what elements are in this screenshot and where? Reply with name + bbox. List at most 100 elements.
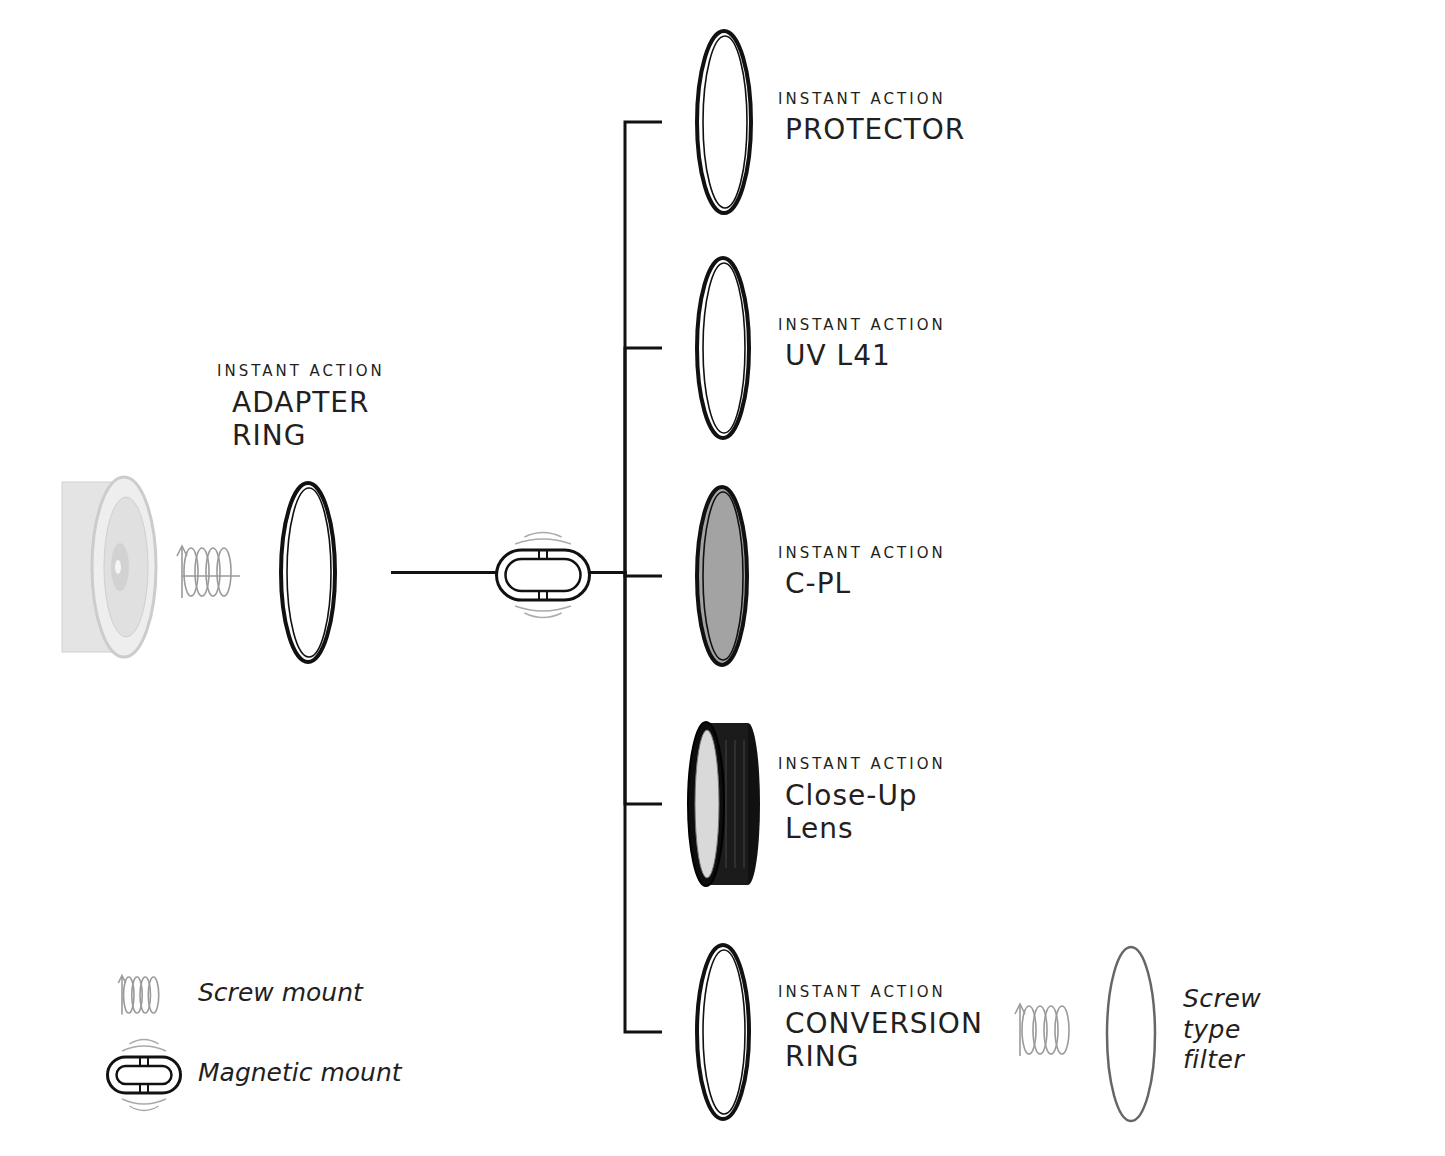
arrow-head [177, 546, 187, 556]
branch-connector [391, 348, 662, 573]
magnet-tick [147, 1084, 149, 1093]
filter-item: INSTANT ACTION Close-Up Lens [662, 720, 939, 888]
filter-rim [703, 263, 745, 433]
thread-loop [217, 548, 231, 596]
label-block: INSTANT ACTION C-PL [778, 544, 946, 601]
branch-connector [391, 122, 662, 573]
product-name: C-PL [785, 567, 946, 600]
thread-loop [1055, 1006, 1069, 1054]
barrel-groove [726, 740, 727, 868]
filter-item: Screw type filter [1100, 945, 1268, 1123]
filter-ring [697, 945, 749, 1119]
filter-ring [1107, 947, 1155, 1121]
filter-item: INSTANT ACTION PROTECTOR [662, 28, 972, 216]
product-name: UV L41 [785, 339, 946, 372]
series-name: INSTANT ACTION [217, 362, 391, 382]
series-name: INSTANT ACTION [778, 544, 946, 564]
thread-loop [195, 548, 209, 596]
magnet-tick [538, 591, 540, 600]
magnet-outer [497, 550, 590, 600]
magnet-inner [506, 559, 581, 591]
label-block: Screw type filter [1183, 984, 1268, 1076]
filter-illustration [694, 942, 752, 1122]
filter-rim [703, 36, 747, 208]
turn-arrow [181, 548, 183, 598]
label-block: INSTANT ACTION ADAPTER RING [217, 362, 391, 452]
field-arc [524, 613, 561, 618]
camera-lens [62, 477, 156, 657]
arrow-head [118, 976, 126, 984]
label-block: INSTANT ACTION CONVERSION RING [778, 983, 989, 1073]
filter-illustration [1105, 945, 1157, 1123]
thread-axis [182, 575, 240, 576]
series-name: INSTANT ACTION [778, 755, 933, 775]
magnet-outer [108, 1057, 181, 1093]
field-arc [122, 1099, 166, 1104]
field-arc [524, 533, 561, 538]
product-name: Screw type filter [1183, 984, 1268, 1076]
series-name: INSTANT ACTION [778, 983, 989, 1003]
magnet-tick [139, 1057, 141, 1066]
magnet-tick [546, 550, 548, 559]
legend-screw-icon [118, 976, 159, 1015]
filter-ring [697, 258, 749, 438]
arrow-head [1015, 1004, 1025, 1014]
product-name: CONVERSION RING [785, 1007, 989, 1073]
filter-ring [697, 31, 751, 213]
lens-front [688, 722, 724, 886]
field-arc [129, 1106, 158, 1111]
field-arc [122, 1046, 166, 1051]
legend-magnet-icon [108, 1040, 181, 1111]
turn-arrow [1019, 1006, 1021, 1056]
barrel-groove [735, 740, 736, 868]
magnet-tick [147, 1057, 149, 1066]
label-block: INSTANT ACTION PROTECTOR [778, 90, 965, 147]
thread-loop [1033, 1006, 1047, 1054]
legend-text: Magnetic mount [198, 1058, 402, 1087]
series-name: INSTANT ACTION [778, 316, 946, 336]
field-arc [515, 606, 571, 611]
legend-text: Screw mount [198, 978, 363, 1007]
thread-loop [1044, 1006, 1058, 1054]
filter-rim [287, 488, 331, 657]
screw-mount-icon [1015, 1004, 1069, 1056]
filter-item: INSTANT ACTION UV L41 [662, 255, 952, 441]
filter-illustration [686, 720, 762, 888]
product-name: PROTECTOR [785, 113, 965, 146]
thread-loop [148, 977, 159, 1013]
filter-item: INSTANT ACTION ADAPTER RING [212, 362, 391, 667]
branch-connector [391, 573, 662, 1033]
field-arc [129, 1040, 158, 1045]
magnet-tick [538, 550, 540, 559]
product-name: Close-Up Lens [785, 779, 933, 845]
filter-item: INSTANT ACTION CONVERSION RING [662, 942, 989, 1122]
field-arc [515, 539, 571, 544]
filter-illustration [278, 480, 338, 665]
magnet-tick [546, 591, 548, 600]
filter-rim [703, 950, 745, 1114]
series-name: INSTANT ACTION [778, 90, 965, 110]
filter-illustration [694, 28, 754, 216]
lens-glass [104, 497, 148, 637]
filter-rim [703, 492, 743, 660]
filter-ring [697, 487, 747, 665]
label-block: INSTANT ACTION UV L41 [778, 316, 946, 373]
lens-face [92, 477, 156, 657]
lens-center [115, 560, 121, 574]
branch-connector [391, 573, 662, 805]
lens-center [111, 543, 129, 591]
magnet-inner [117, 1066, 172, 1084]
lens-glass [695, 730, 719, 878]
screw-mount-icon [177, 546, 240, 598]
magnetic-mount-icon [497, 533, 590, 618]
product-name: ADAPTER RING [232, 386, 391, 452]
filter-ring [281, 483, 335, 662]
magnet-tick [139, 1084, 141, 1093]
filter-item: INSTANT ACTION C-PL [662, 484, 952, 668]
label-block: INSTANT ACTION Close-Up Lens [778, 755, 933, 845]
barrel-groove [744, 740, 745, 868]
turn-arrow [121, 977, 123, 1015]
thread-loop [206, 548, 220, 596]
filter-illustration [694, 255, 752, 441]
